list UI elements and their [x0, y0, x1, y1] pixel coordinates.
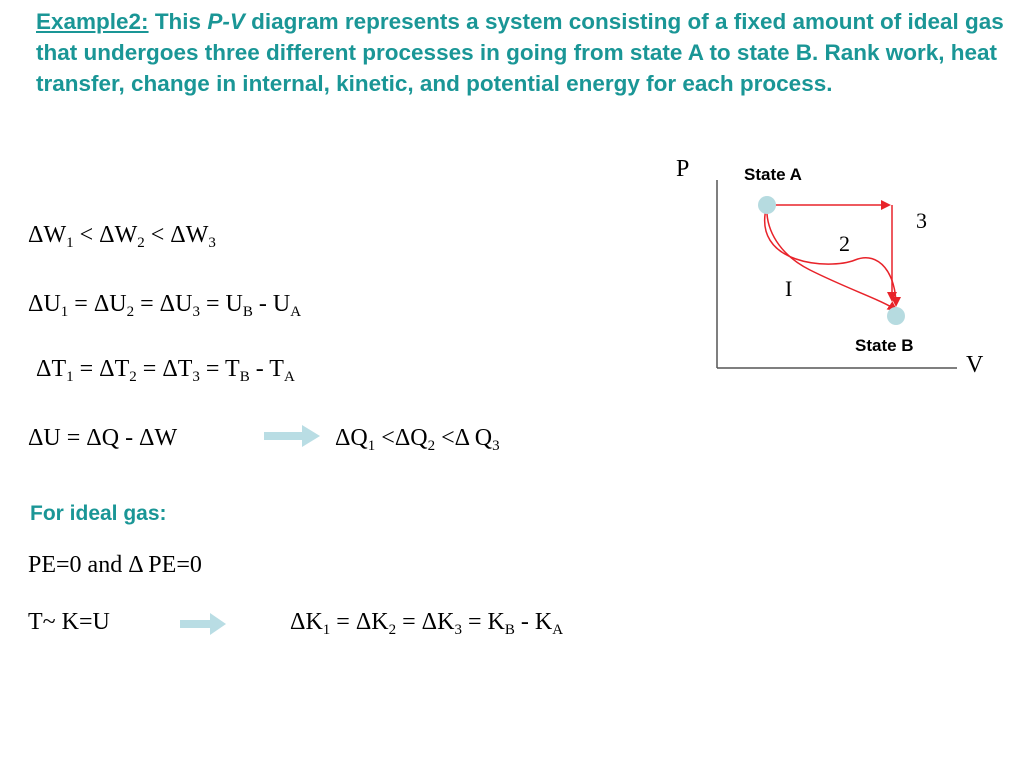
- p-axis-label: P: [676, 156, 689, 182]
- ideal-gas-subheading: For ideal gas:: [30, 502, 167, 525]
- state-a-label: State A: [744, 165, 802, 184]
- pv-term: P-V: [207, 9, 245, 34]
- path-3-label: 3: [916, 208, 927, 233]
- state-b-label: State B: [855, 336, 914, 355]
- right-arrow-icon: [180, 613, 226, 635]
- heading-text-1: This: [148, 9, 208, 34]
- right-arrow-icon: [264, 425, 320, 447]
- v-axis-label: V: [966, 352, 984, 378]
- example-label: Example2:: [36, 9, 149, 34]
- path-2-label: 2: [839, 231, 850, 256]
- heat-ranking-equation: ΔQ1 <ΔQ2 <Δ Q3: [335, 425, 500, 454]
- internal-energy-equation: ΔU1 = ΔU2 = ΔU3 = UB - UA: [28, 291, 302, 320]
- state-b-dot: [887, 307, 905, 325]
- potential-energy-equation: PE=0 and Δ PE=0: [28, 552, 202, 578]
- first-law-equation: ΔU = ΔQ - ΔW: [28, 425, 178, 451]
- heading-text-2: diagram represents a system consisting o…: [36, 9, 1004, 96]
- temperature-equation: ΔT1 = ΔT2 = ΔT3 = TB - TA: [36, 356, 295, 385]
- pv-diagram: P V State A State B 3 2 I: [676, 156, 984, 378]
- process-1-path: [766, 204, 898, 312]
- work-ranking-equation: ΔW1 < ΔW2 < ΔW3: [28, 222, 216, 251]
- path-1-label: I: [785, 276, 792, 301]
- problem-statement: Example2: This P-V diagram represents a …: [36, 6, 1006, 99]
- state-a-dot: [758, 196, 776, 214]
- kinetic-energy-equation: ΔK1 = ΔK2 = ΔK3 = KB - KA: [290, 609, 564, 638]
- kinetic-left-equation: T~ K=U: [28, 609, 110, 635]
- process-2-path: [764, 204, 901, 307]
